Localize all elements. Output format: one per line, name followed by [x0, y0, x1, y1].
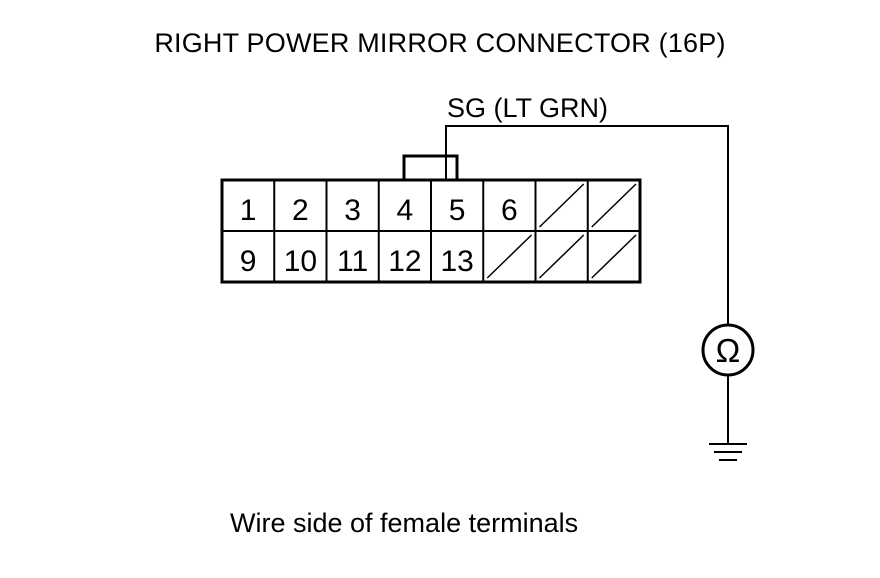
- unused-terminal: [486, 234, 533, 279]
- unused-terminal: [591, 234, 637, 279]
- diagram-title: RIGHT POWER MIRROR CONNECTOR (16P): [154, 28, 726, 58]
- unused-terminal: [538, 183, 585, 228]
- terminal-1: 1: [240, 194, 257, 227]
- terminal-5: 5: [449, 194, 466, 227]
- terminal-6: 6: [501, 194, 518, 227]
- wire-label: SG (LT GRN): [447, 93, 608, 123]
- connector-grid: [222, 180, 640, 282]
- ohm-symbol: Ω: [716, 332, 741, 369]
- terminal-12: 12: [388, 245, 421, 278]
- unused-terminal: [591, 183, 637, 228]
- caption: Wire side of female terminals: [230, 508, 579, 538]
- terminal-11: 11: [337, 245, 368, 278]
- terminal-2: 2: [292, 194, 309, 227]
- ground-icon: [709, 443, 747, 461]
- terminal-13: 13: [440, 245, 473, 278]
- ohmmeter-icon: Ω: [701, 323, 755, 377]
- terminal-3: 3: [344, 194, 361, 227]
- terminal-10: 10: [284, 245, 317, 278]
- terminal-9: 9: [240, 245, 257, 278]
- unused-terminal: [538, 234, 585, 279]
- terminal-4: 4: [397, 194, 414, 227]
- sg-wire: [445, 125, 729, 325]
- connector-lock-tab: [402, 154, 459, 182]
